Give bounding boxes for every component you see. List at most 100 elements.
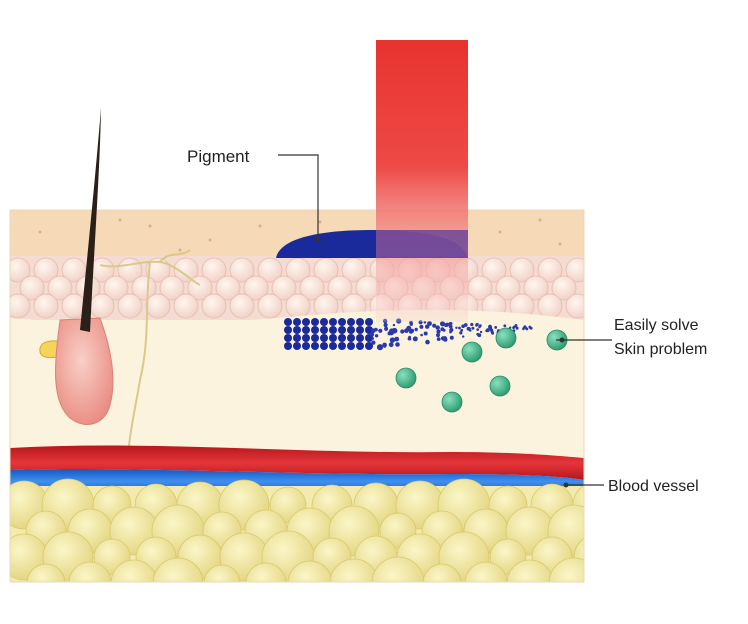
pigment-fragment — [371, 337, 374, 340]
pigment-fragment — [425, 339, 430, 345]
pigment-fragment — [503, 324, 507, 328]
pigment-fragment — [394, 336, 400, 342]
skin-cell — [145, 257, 171, 283]
skin-cell — [145, 293, 171, 319]
pigment-fragment — [347, 318, 355, 326]
skin-cell — [103, 275, 129, 301]
skin-cell — [215, 275, 241, 301]
pigment-fragment — [420, 333, 423, 337]
released-particle — [461, 341, 483, 363]
skin-cell — [47, 275, 73, 301]
fat-cell — [245, 562, 287, 582]
hair-shaft — [80, 108, 101, 332]
skin-cross-section — [10, 210, 584, 582]
artery — [10, 445, 584, 480]
skin-cell — [229, 293, 255, 319]
skin-cell — [271, 275, 297, 301]
pigment-fragment — [320, 326, 328, 334]
pigment-fragment — [311, 334, 319, 342]
pigment-fragment — [515, 326, 519, 330]
fat-cells — [10, 478, 584, 582]
skin-cell — [285, 293, 311, 319]
pigment-fragment — [479, 330, 483, 334]
pigment-fragment — [338, 326, 346, 334]
pigment-fragment — [400, 329, 405, 334]
pigment-fragment — [338, 342, 346, 350]
pigment-fragment — [432, 323, 437, 328]
pigment-fragment — [427, 321, 432, 326]
pigment-leader-line — [278, 154, 319, 240]
blood-vessel-leader-dot — [563, 482, 569, 488]
epidermis-dots — [38, 218, 562, 252]
pigment-fragment — [356, 334, 364, 342]
skin-cell — [33, 257, 59, 283]
pigment-fragment — [311, 318, 319, 326]
skin-cell — [173, 257, 199, 283]
skin-cell — [551, 275, 577, 301]
pigment-fragment — [369, 332, 375, 337]
pigment-fragment — [392, 323, 396, 327]
pigment-fragment — [329, 342, 337, 350]
pigment-fragment — [311, 342, 319, 350]
pigment-fragment — [470, 322, 474, 327]
skin-cell — [131, 275, 157, 301]
pigment-fragment — [370, 328, 376, 334]
pigment-fragment — [376, 344, 384, 351]
pigment-fragment — [476, 328, 480, 331]
pigment-fragment — [347, 342, 355, 350]
skin-cell — [33, 293, 59, 319]
pigment-fragment — [371, 340, 376, 345]
pigment-fragment — [329, 318, 337, 326]
pigment-fragment — [311, 326, 319, 334]
skin-cell — [89, 293, 115, 319]
skin-cell — [173, 293, 199, 319]
released-particle — [395, 367, 417, 389]
easily-solve-label: Easily solve — [614, 317, 699, 334]
pigment-fragment — [419, 324, 424, 329]
pigment-fragment — [284, 334, 292, 342]
pigment-fragment — [407, 337, 411, 341]
pigment-fragment — [455, 326, 458, 329]
fat-cell — [152, 557, 204, 582]
skin-outline — [9, 209, 585, 583]
skin-cell — [565, 257, 584, 283]
pigment-fragment — [477, 333, 482, 338]
pigment-fragment — [293, 342, 301, 350]
pigment-fragment — [320, 342, 328, 350]
pigment-fragment — [383, 344, 387, 348]
skin-cell — [201, 257, 227, 283]
pigment-fragment — [444, 323, 448, 328]
pigment-fragment — [374, 334, 379, 338]
pigment-fragment — [489, 327, 493, 331]
nerve-fibers — [99, 249, 201, 456]
pigment-fragment — [475, 323, 478, 327]
pigment-fragment — [440, 321, 445, 327]
pigment-fragment — [302, 342, 310, 350]
pigment-fragment — [514, 324, 518, 327]
skin-cell — [229, 257, 255, 283]
pigment-fragment — [462, 335, 465, 338]
pigment-fragment — [320, 318, 328, 326]
pigment-fragment — [522, 326, 525, 330]
skin-cell — [159, 275, 185, 301]
pigment-fragment — [284, 326, 292, 334]
pigment-fragment — [365, 326, 373, 334]
released-particle — [441, 391, 463, 413]
skin-cell — [509, 257, 535, 283]
pigment-fragment — [365, 318, 373, 326]
skin-cell — [565, 293, 584, 319]
pigment-fragment — [338, 318, 346, 326]
laser-beam — [376, 40, 468, 322]
fat-cell — [422, 563, 462, 582]
pigment-fragment — [460, 328, 464, 332]
pigment-fragment — [384, 326, 389, 331]
skin-cell — [243, 275, 269, 301]
pigment-fragment — [347, 334, 355, 342]
skin-cell — [481, 257, 507, 283]
pigment-fragment — [356, 326, 364, 334]
pigment-fragment — [329, 326, 337, 334]
pigment-fragment — [529, 326, 533, 330]
pigment-fragment — [293, 334, 301, 342]
skin-cell — [19, 275, 45, 301]
pigment-fragment — [284, 342, 292, 350]
